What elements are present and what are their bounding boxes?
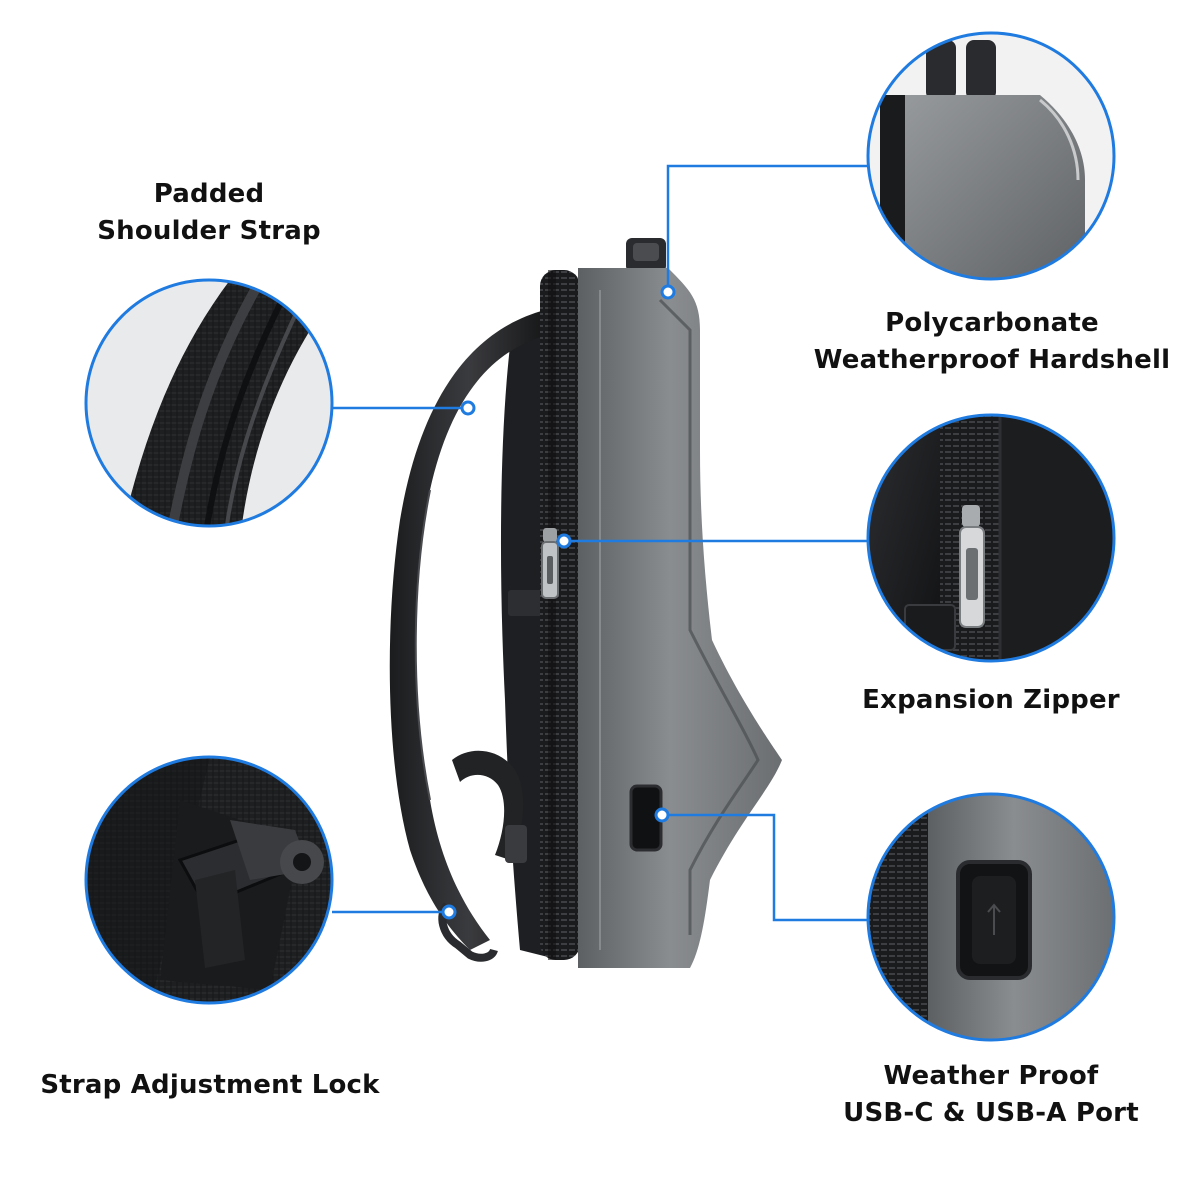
usb-port-label-line-1: Weather Proof: [883, 1061, 1099, 1091]
zipper-label-line-1: Expansion Zipper: [862, 685, 1120, 715]
hardshell-label-line-1: Polycarbonate: [885, 308, 1099, 338]
hardshell-callout-line: [666, 164, 868, 292]
shoulder-strap-label-line-2: Shoulder Strap: [97, 216, 321, 246]
usb-callout-dot: [654, 807, 670, 823]
strap-lock-label-line-1: Strap Adjustment Lock: [40, 1070, 380, 1100]
hardshell-label: Polycarbonate Weatherproof Hardshell: [812, 305, 1172, 379]
top-handle-icon: [626, 238, 666, 272]
lock-callout-dot: [441, 904, 457, 920]
usb-port-cover-closeup-icon: [866, 792, 1116, 1042]
callout-dots: [441, 284, 676, 920]
hardshell-label-line-2: Weatherproof Hardshell: [813, 345, 1171, 375]
strap-callout-dot: [460, 400, 476, 416]
expansion-gusset: [540, 270, 580, 960]
usb-callout-line: [662, 813, 868, 922]
hardshell-top-closeup-icon: [866, 31, 1116, 281]
shoulder-strap-icon: [389, 310, 548, 950]
zipper-pull-icon: [541, 528, 559, 599]
shoulder-strap-label: Padded Shoulder Strap: [59, 176, 359, 250]
hardshell-callout-dot: [660, 284, 676, 300]
strap-lock-label: Strap Adjustment Lock: [20, 1067, 400, 1104]
padded-strap-closeup-icon: [84, 278, 334, 528]
usb-port-label: Weather Proof USB-C & USB-A Port: [821, 1058, 1161, 1132]
strap-buckle-icon: [505, 825, 527, 863]
backpack-side-view: [389, 238, 782, 968]
hardshell-panel: [578, 268, 782, 968]
strap-buckle-closeup-icon: [84, 755, 334, 1005]
shoulder-strap-label-line-1: Padded: [153, 179, 265, 209]
usb-port-label-line-2: USB-C & USB-A Port: [843, 1098, 1139, 1128]
zipper-label: Expansion Zipper: [841, 682, 1141, 719]
zipper-pull-closeup-icon: [866, 413, 1116, 663]
callout-lines: [332, 164, 868, 922]
strap-hook-icon: [438, 902, 498, 962]
zipper-callout-dot: [556, 533, 572, 549]
